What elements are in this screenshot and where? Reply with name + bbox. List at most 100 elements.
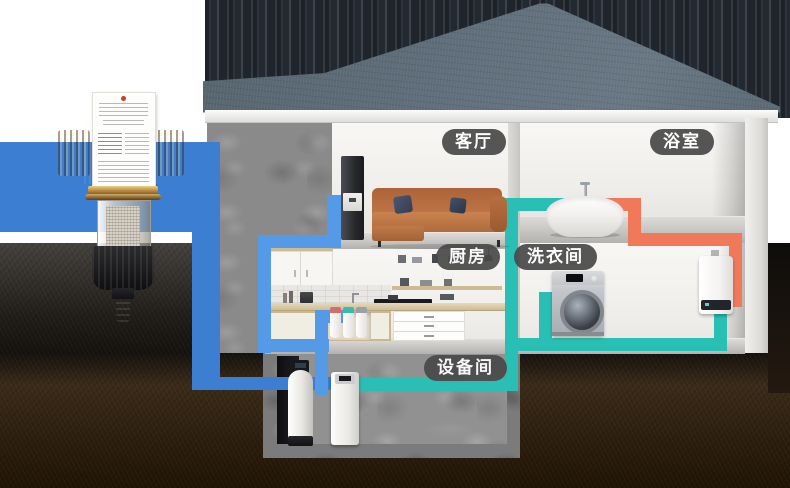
label-spec-values	[125, 133, 149, 155]
softener-valve-head	[292, 360, 309, 373]
cabinet-door-seam	[300, 252, 301, 293]
label-laundry: 洗衣间	[514, 244, 597, 270]
open-shelf-lower	[392, 286, 502, 290]
prefilter-inlet-pipe	[58, 130, 90, 176]
shelf-item	[444, 279, 452, 286]
countertop	[267, 303, 512, 311]
shelf-item	[432, 254, 438, 263]
cooktop-pot	[388, 295, 398, 300]
washer-base	[552, 332, 604, 336]
branch-pipe-purifier-drop	[315, 310, 328, 395]
softener-valve-screen	[295, 363, 306, 368]
foundation-shadow-right	[768, 243, 790, 393]
label-laundry-text: 洗衣间	[527, 247, 584, 266]
backsplash-tiles	[269, 285, 391, 303]
label-equipment-room-text: 设备间	[437, 358, 494, 377]
upper-cabinet-trim	[269, 248, 333, 251]
purifier-cartridge	[356, 307, 367, 338]
exterior-wall-right	[745, 118, 768, 353]
label-equipment-room: 设备间	[424, 355, 507, 381]
washing-machine	[552, 271, 604, 336]
drawer-seam	[394, 331, 464, 332]
coffee-machine	[300, 292, 313, 303]
counter-item	[440, 294, 454, 300]
drawer-handle	[424, 325, 434, 327]
counter-bottle	[289, 291, 293, 303]
label-kitchen-text: 厨房	[449, 247, 487, 266]
label-text-lines	[103, 120, 144, 127]
branch-pipe-dispenser-stub	[327, 195, 341, 240]
prefilter-outlet-pipe	[152, 130, 184, 176]
bathtub	[546, 196, 624, 237]
purifier-cap-red	[330, 307, 341, 313]
prefilter-bottom-cap	[92, 246, 154, 290]
water-softener-cabinet	[331, 372, 359, 445]
water-dispenser-panel	[343, 193, 362, 211]
soft-pipe-washer-stub	[539, 292, 559, 303]
water-dispenser-spout	[349, 198, 356, 202]
water-heater	[699, 256, 733, 314]
label-living-room: 客厅	[442, 129, 506, 155]
shelf-item	[412, 257, 422, 263]
sink-faucet	[352, 294, 354, 303]
washer-knob	[590, 274, 598, 282]
label-bathroom-text: 浴室	[663, 132, 701, 151]
drawer-seam	[394, 321, 464, 322]
shelf-item	[400, 278, 409, 286]
drawer-handle	[424, 316, 434, 318]
prefilter-spec-label	[92, 92, 156, 190]
shelf-item	[420, 280, 432, 286]
soft-pipe-heater-riser	[714, 310, 727, 351]
drawer-handle	[424, 335, 434, 337]
soft-pipe-laundry-floor	[505, 338, 727, 351]
prefilter-flange	[88, 186, 158, 196]
label-logo-dot	[121, 96, 126, 101]
shelf-item	[398, 255, 406, 263]
brass-prefilter	[55, 88, 187, 322]
cabinet-handle	[294, 270, 296, 277]
prefilter-flange-lip	[85, 194, 161, 200]
label-text-lines	[99, 103, 148, 117]
cooktop	[374, 299, 432, 304]
bathtub-faucet-spout	[580, 182, 590, 185]
label-bathroom: 浴室	[650, 129, 714, 155]
heater-indicator	[705, 303, 709, 306]
bathroom-corner-shade	[712, 123, 745, 218]
label-paragraph	[98, 161, 149, 183]
label-spec-column	[98, 133, 122, 155]
branch-pipe-vertical	[258, 235, 271, 353]
softener-tank-base	[288, 436, 313, 446]
sofa-leg	[497, 240, 500, 247]
sofa-chaise	[372, 226, 424, 241]
sofa-pillow-right	[449, 197, 467, 214]
roof-eave	[205, 110, 778, 123]
branch-pipe-horizontal-upper	[258, 235, 341, 248]
exterior-wall-upper	[207, 123, 332, 243]
soft-pipe-washer-riser	[539, 292, 552, 346]
branch-pipe-kitchen-floor	[258, 339, 329, 352]
bathtub-faucet	[584, 183, 587, 199]
prefilter-drain-barb	[116, 298, 130, 322]
main-pipe-drop	[192, 230, 220, 380]
water-softener-tank	[288, 370, 313, 442]
purifier-cap-gray	[356, 307, 367, 313]
prefilter-clear-housing	[97, 200, 151, 250]
purifier-cartridge	[343, 307, 354, 338]
softener-cabinet-screen	[339, 376, 351, 381]
sofa-armrest	[490, 196, 507, 232]
basement-floor	[277, 396, 507, 444]
sink-faucet-spout	[352, 293, 359, 295]
sofa-leg	[378, 240, 381, 247]
heater-flue	[711, 250, 719, 258]
label-kitchen: 厨房	[436, 244, 500, 270]
purifier-cap-teal	[343, 307, 354, 313]
label-living-room-text: 客厅	[455, 132, 493, 151]
heater-display-panel	[701, 300, 731, 310]
water-dispenser	[341, 156, 364, 240]
soft-pipe-basement	[348, 378, 513, 391]
prefilter-mesh-cartridge	[106, 206, 140, 247]
counter-bottle	[283, 293, 287, 303]
sofa-pillow-left	[392, 194, 414, 215]
counter-item	[462, 292, 471, 300]
